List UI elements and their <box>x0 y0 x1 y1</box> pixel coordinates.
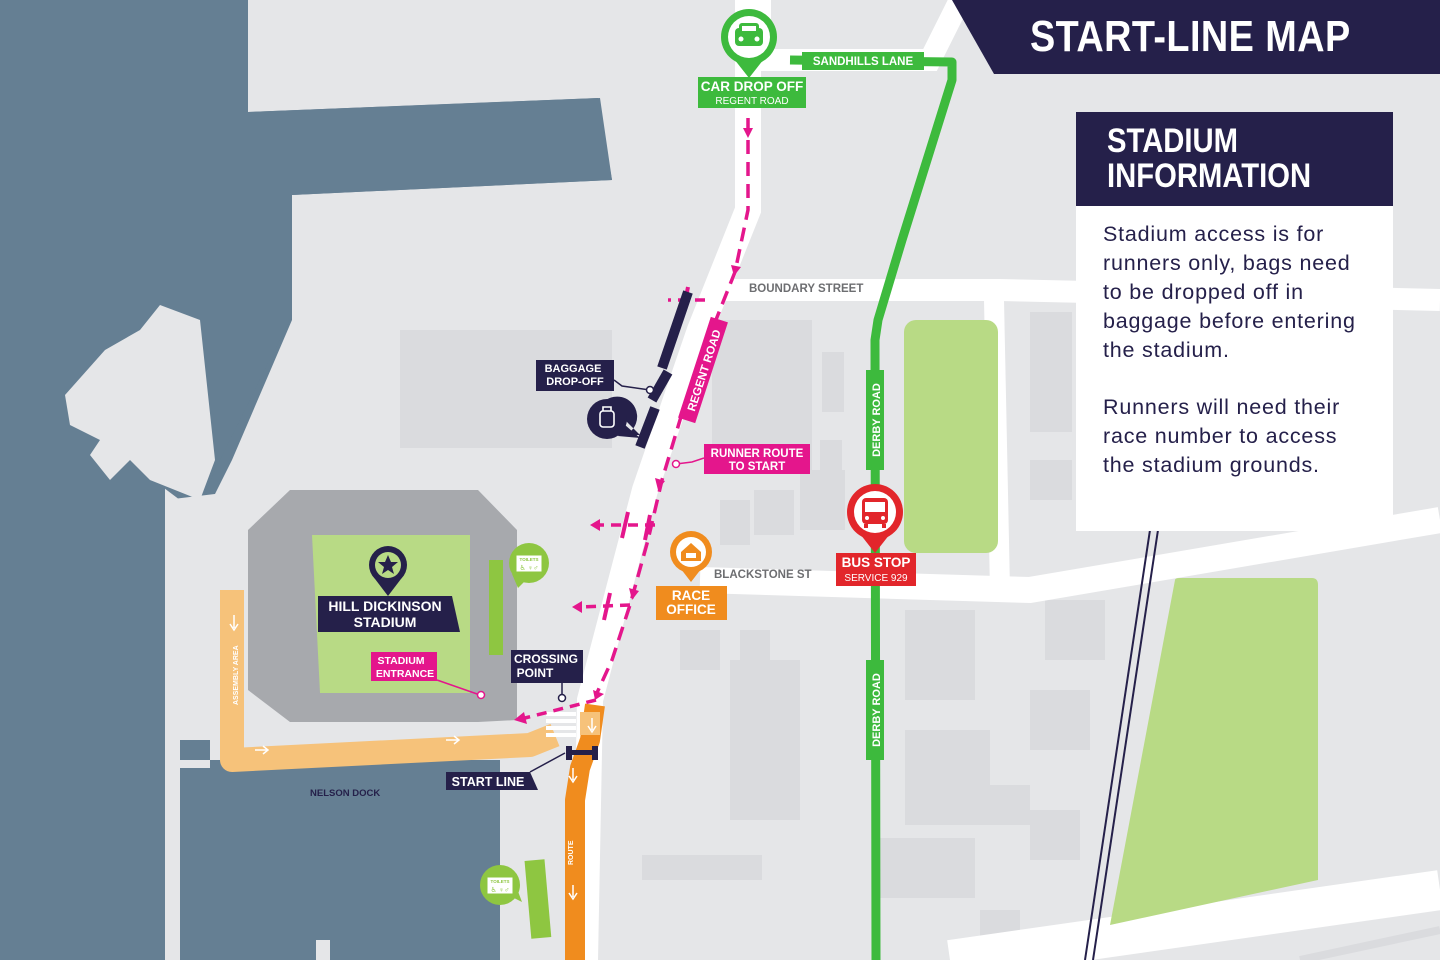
derby-road-top-label: DERBY ROAD <box>871 383 883 457</box>
derby-road-bottom-bg <box>866 660 884 760</box>
map-title: START-LINE MAP <box>1030 12 1351 61</box>
runner-route-leader-dot <box>671 459 681 469</box>
runner-route-label-bg <box>704 444 810 474</box>
info-paragraph-2: Runners will need their race number to a… <box>1103 395 1341 477</box>
dock-white <box>316 940 330 960</box>
bus-stop-subtitle: SERVICE 929 <box>844 573 908 584</box>
boundary-street-label: BOUNDARY STREET <box>749 283 863 295</box>
runner-route-leader <box>675 457 705 465</box>
car-drop-off-title: CAR DROP OFF <box>701 79 804 94</box>
crossing-point-line1: CROSSING <box>514 652 578 666</box>
crossing-point-line2: POINT <box>517 666 554 680</box>
toilets-strip-bottom <box>524 859 552 939</box>
toilets-icon-top: TOILETS ♿ ♀♂ <box>509 543 549 588</box>
park-east <box>1110 578 1318 925</box>
info-title-line1: STADIUM <box>1107 122 1239 160</box>
baggage-leader-dot <box>645 385 655 395</box>
park-north <box>904 320 998 553</box>
sandhills-lane-label: SANDHILLS LANE <box>813 56 914 68</box>
baggage-label-bg <box>536 360 614 391</box>
toilet-figures-top: ♿ ♀♂ <box>520 564 539 572</box>
start-line-gantry <box>566 746 598 760</box>
stadium-entrance-dot <box>476 690 486 700</box>
toilets-icon-bottom: TOILETS ♿ ♀♂ <box>480 865 522 905</box>
nelson-dock-label: NELSON DOCK <box>310 788 380 799</box>
route-arrows <box>568 718 597 901</box>
info-panel-header: STADIUM INFORMATION <box>1076 112 1393 206</box>
start-line-leader <box>529 752 566 773</box>
start-line-label: START LINE <box>452 775 525 789</box>
toilets-label-top: TOILETS <box>520 557 539 562</box>
map-title-banner: START-LINE MAP <box>952 0 1440 74</box>
info-title-line2: INFORMATION <box>1107 157 1312 195</box>
stadium-entrance-line2: ENTRANCE <box>376 668 434 680</box>
derby-road-bottom-label: DERBY ROAD <box>871 673 883 747</box>
nelson-dock-water <box>180 768 500 960</box>
stadium-entrance-line1: STADIUM <box>377 655 424 667</box>
bus-stop-label-bg <box>836 553 916 586</box>
green-route <box>789 55 957 960</box>
runner-route-branch-heads <box>514 519 600 724</box>
lower-road-strip <box>1299 926 1440 960</box>
car-drop-off-subtitle: REGENT ROAD <box>715 96 788 107</box>
start-line-label-bg <box>446 772 538 790</box>
baggage-label-2: DROP-OFF <box>546 376 604 388</box>
race-office-line1: RACE <box>672 588 710 603</box>
route-label: ROUTE <box>568 840 575 865</box>
assembly-arrows <box>229 615 461 755</box>
toilets-strip-top <box>489 560 503 655</box>
runner-route-label-2: TO START <box>729 461 785 473</box>
sandhills-lane-bg <box>802 52 924 70</box>
lower-right-road <box>947 870 1440 960</box>
race-office-line2: OFFICE <box>666 602 716 617</box>
stadium-name-1: HILL DICKINSON <box>328 598 441 614</box>
info-panel-body: Stadium access is for runners only, bags… <box>1076 206 1393 531</box>
car-icon <box>721 9 777 78</box>
baggage-label-1: BAGGAGE <box>545 363 602 375</box>
river-west <box>0 0 165 960</box>
car-drop-off-label-bg <box>698 77 806 108</box>
stadium-entrance-leader <box>436 679 481 696</box>
crossing-zebra <box>546 712 576 737</box>
assembly-area-path <box>220 590 560 772</box>
runner-route-dashed <box>594 118 750 696</box>
stadium-name-2: STADIUM <box>354 614 417 630</box>
railway <box>1084 529 1159 960</box>
land-piers <box>65 305 215 500</box>
bus-icon <box>847 484 903 553</box>
runner-route-label-1: RUNNER ROUTE <box>711 448 804 460</box>
blackstone-st-label: BLACKSTONE ST <box>714 569 812 581</box>
race-office-icon <box>670 531 712 582</box>
info-paragraph-1: Stadium access is for runners only, bags… <box>1103 222 1356 362</box>
toilet-figures-bottom: ♿ ♀♂ <box>491 886 510 894</box>
race-office-label-bg <box>656 586 727 620</box>
star-icon <box>369 546 407 596</box>
bus-stop-title: BUS STOP <box>842 555 911 570</box>
baggage-leader <box>613 379 651 391</box>
toilets-label-bottom: TOILETS <box>491 879 510 884</box>
assembly-area-label: ASSEMBLY AREA <box>233 645 240 705</box>
derby-road-top-bg <box>866 370 884 470</box>
baggage-bars <box>635 290 693 449</box>
crossing-point-label-bg <box>511 650 583 683</box>
stadium-entrance-label-bg <box>371 652 437 681</box>
runner-route-arrows <box>593 128 753 700</box>
crossing-point-dot <box>557 693 567 703</box>
baggage-icon <box>587 396 640 439</box>
stadium-label-bg <box>318 596 460 632</box>
